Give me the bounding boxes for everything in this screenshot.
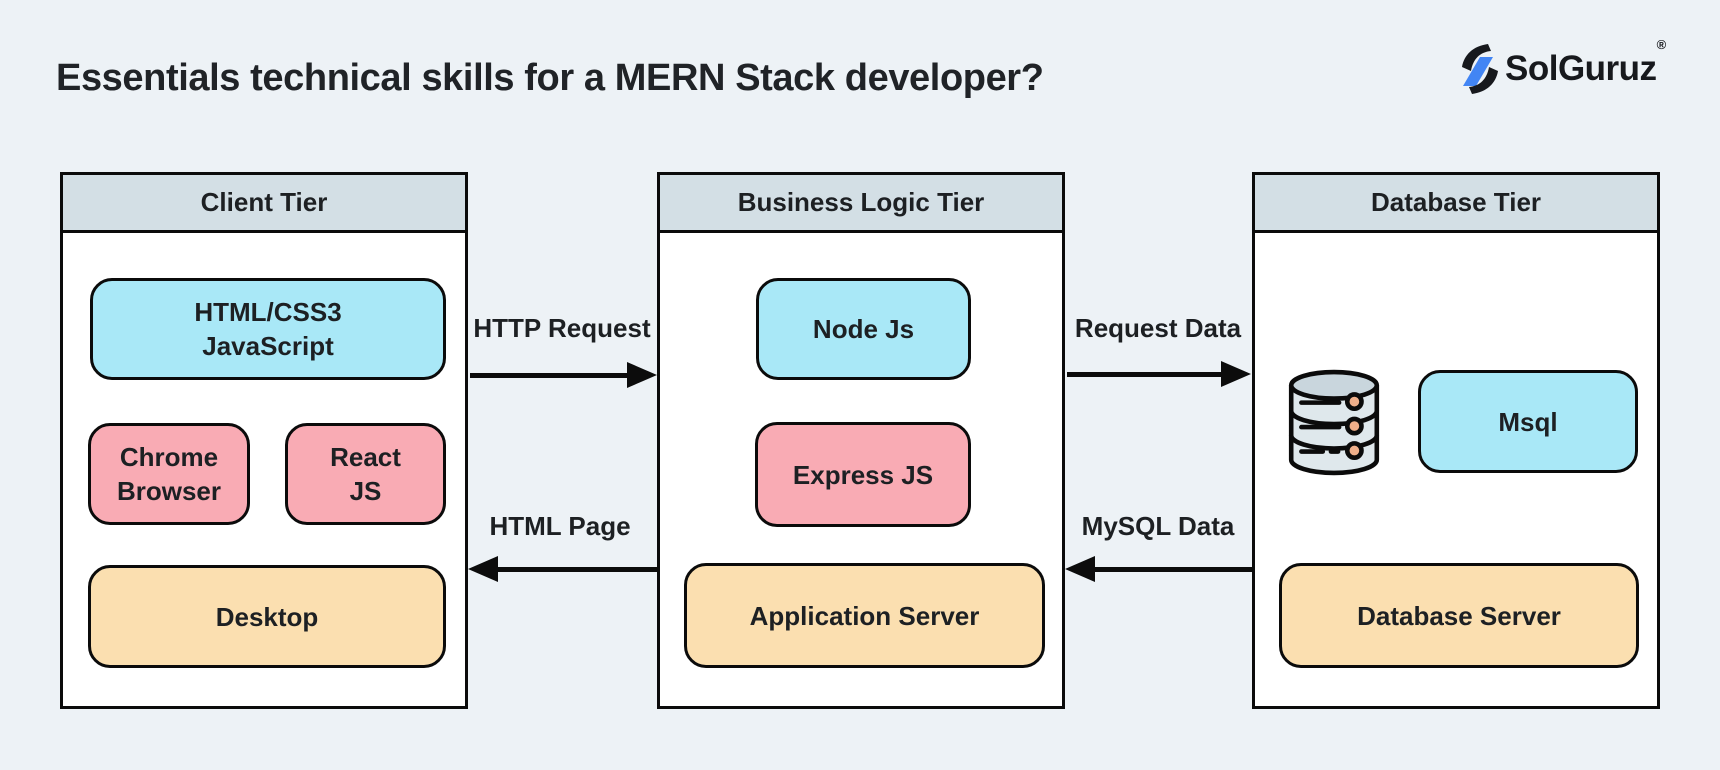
database-tier-box: Database Tier Msql Database Server bbox=[1252, 172, 1660, 709]
html-css-javascript-node: HTML/CSS3 JavaScript bbox=[90, 278, 446, 380]
html-page-arrow-line bbox=[497, 567, 657, 572]
desktop-node: Desktop bbox=[88, 565, 446, 668]
client-tier-header: Client Tier bbox=[63, 175, 465, 233]
solguruz-logo-icon bbox=[1458, 41, 1502, 97]
html-page-label: HTML Page bbox=[489, 511, 631, 541]
registered-mark: ® bbox=[1656, 37, 1667, 52]
http-request-arrow-line bbox=[470, 373, 628, 378]
business-logic-tier-header: Business Logic Tier bbox=[660, 175, 1062, 233]
application-server-node: Application Server bbox=[684, 563, 1045, 668]
html-page-arrowhead-icon bbox=[468, 556, 498, 582]
solguruz-logo-text: SolGuruz® bbox=[1505, 37, 1666, 88]
database-cylinder-icon bbox=[1284, 369, 1384, 476]
msql-node: Msql bbox=[1418, 370, 1638, 473]
request-data-arrow-line bbox=[1067, 372, 1222, 377]
mysql-data-label: MySQL Data bbox=[1081, 511, 1235, 541]
express-js-node: Express JS bbox=[755, 422, 971, 527]
page-title: Essentials technical skills for a MERN S… bbox=[56, 57, 1044, 99]
solguruz-logo: SolGuruz® bbox=[1458, 37, 1666, 98]
mysql-data-arrow-line bbox=[1094, 567, 1252, 572]
database-tier-header: Database Tier bbox=[1255, 175, 1657, 233]
http-request-label: HTTP Request bbox=[473, 313, 651, 343]
chrome-browser-node: Chrome Browser bbox=[88, 423, 250, 525]
client-tier-box: Client Tier HTML/CSS3 JavaScript Chrome … bbox=[60, 172, 468, 709]
database-server-node: Database Server bbox=[1279, 563, 1639, 668]
http-request-arrowhead-icon bbox=[627, 362, 657, 388]
mysql-data-arrowhead-icon bbox=[1065, 556, 1095, 582]
node-js-node: Node Js bbox=[756, 278, 971, 380]
request-data-label: Request Data bbox=[1074, 313, 1242, 343]
react-js-node: React JS bbox=[285, 423, 446, 525]
request-data-arrowhead-icon bbox=[1221, 361, 1251, 387]
business-logic-tier-box: Business Logic Tier Node Js Express JS A… bbox=[657, 172, 1065, 709]
